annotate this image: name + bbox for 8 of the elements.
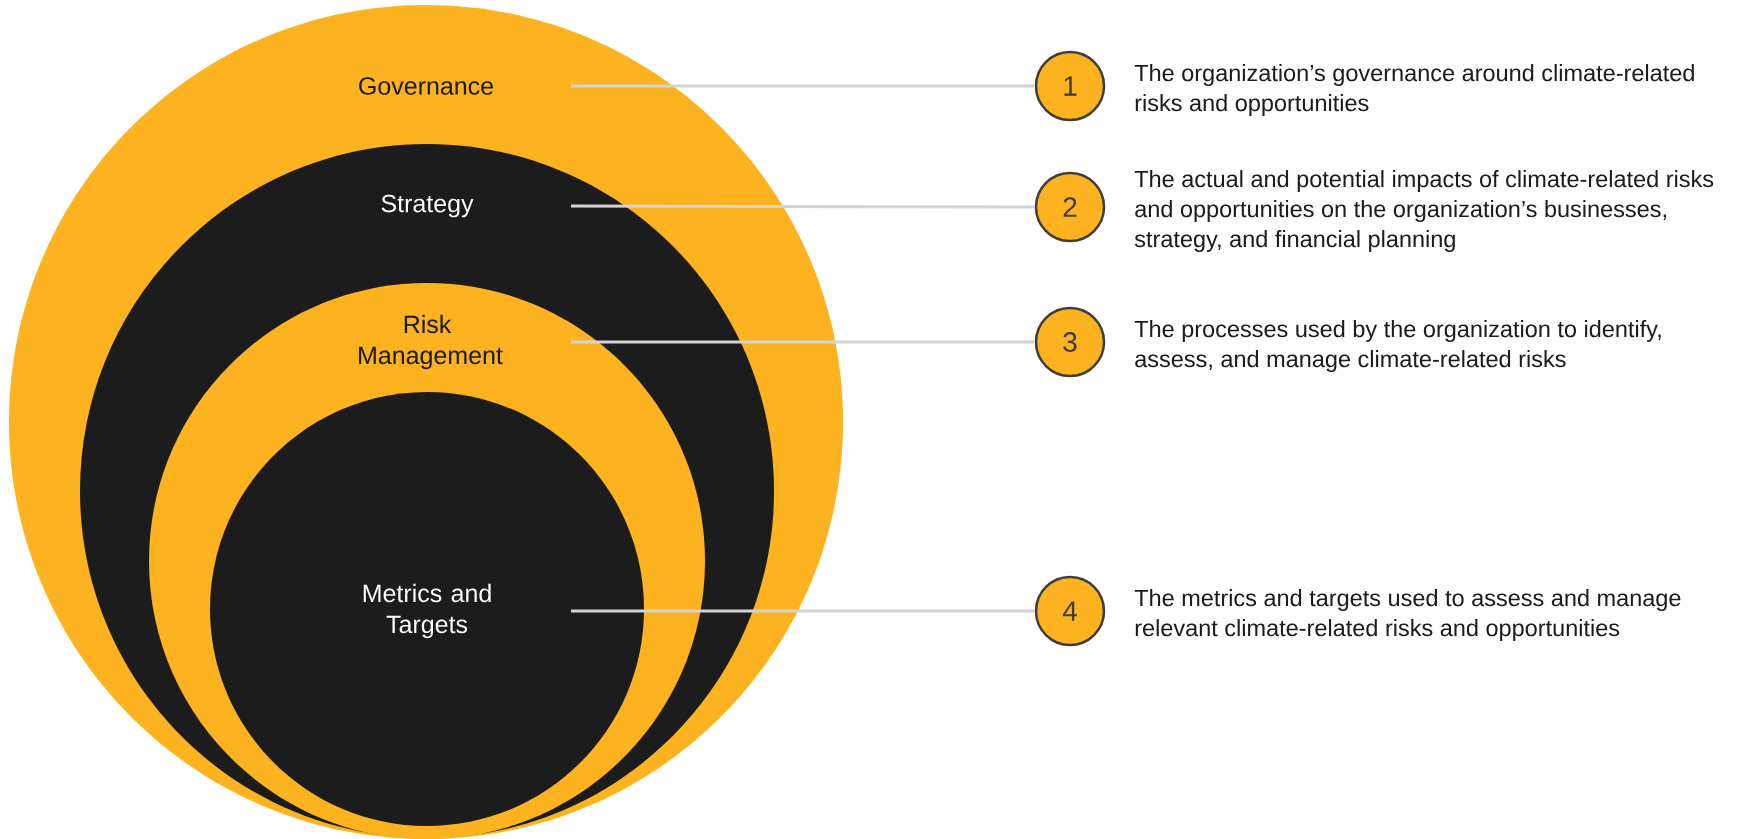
description-text: The organization’s governance around climate-related risks and opportunities [1134,64,1694,116]
connector-line [571,84,1035,88]
description-text: The actual and potential impacts of climate-related risks and opportunities on the organization’s businesses, strategy, and financial planning [1134,170,1714,252]
connector-line [571,609,1035,613]
description-text: The processes used by the organization to identify, assess, and manage climate-related risks [1134,320,1661,372]
description-text: The metrics and targets used to assess and manage relevant climate-related risks and opportunities [1134,589,1681,641]
connector-line [571,340,1035,344]
connector-line [571,204,1035,209]
